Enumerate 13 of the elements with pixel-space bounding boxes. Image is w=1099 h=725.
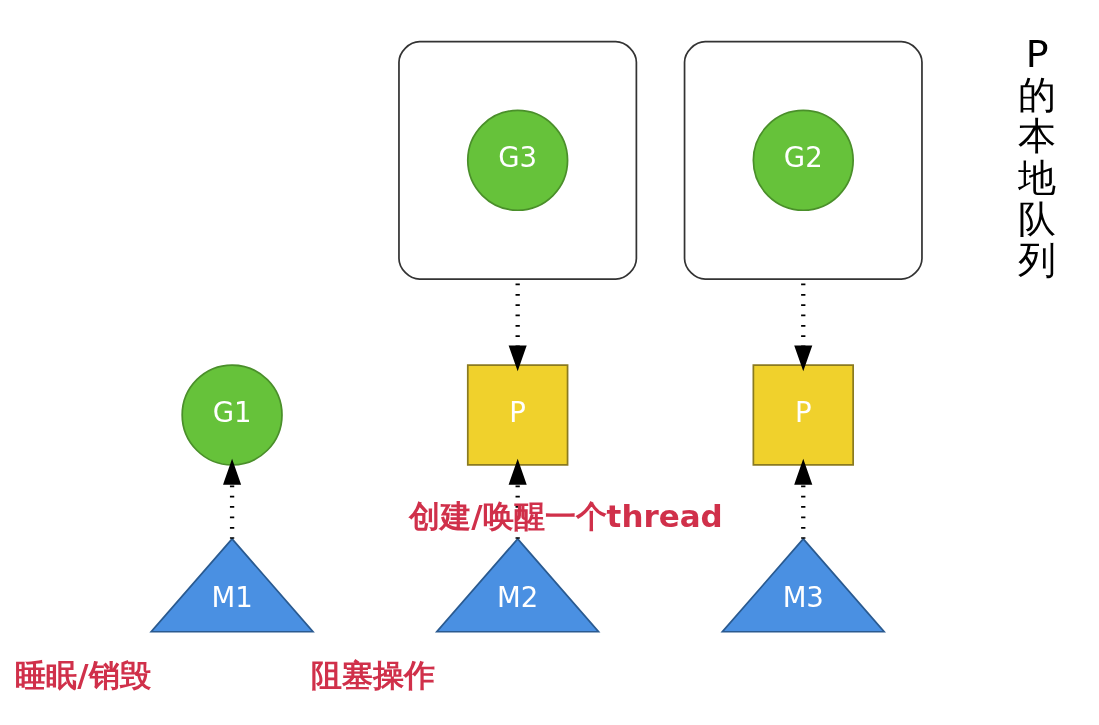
node-circle: G1 (181, 364, 283, 466)
node-label: 睡眠/销毁 (15, 656, 151, 693)
node-circle: G3 (466, 109, 569, 212)
node-label: 创建/唤醒一个thread (409, 498, 723, 535)
node-circle: G2 (752, 109, 854, 212)
node-box: P (752, 364, 854, 466)
node-label: 阻塞操作 (311, 656, 436, 693)
node-label: P的本地队列 (1018, 31, 1057, 283)
arrow (223, 458, 242, 539)
arrow (794, 458, 813, 539)
cluster (683, 40, 923, 280)
node-box: P (466, 364, 569, 466)
cluster (398, 40, 638, 280)
